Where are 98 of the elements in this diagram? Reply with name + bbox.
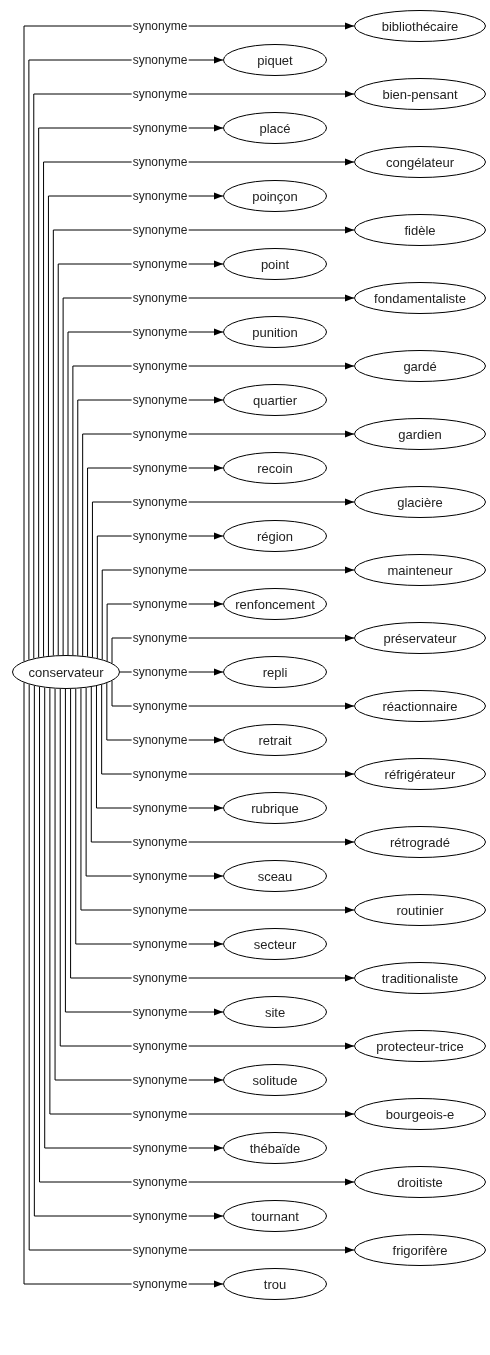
node-label: recoin [257, 460, 293, 476]
ellipse-node [223, 248, 327, 280]
arrow [39, 686, 355, 1186]
ellipse-node [223, 1200, 327, 1232]
ellipse-node [223, 316, 327, 348]
ellipse-node [223, 452, 327, 484]
node-label: congélateur [386, 154, 454, 170]
node-label: site [264, 1004, 286, 1020]
ellipse-node [354, 1166, 486, 1198]
arrow [28, 683, 355, 1254]
ellipse-node [223, 1064, 327, 1096]
ellipse-node [354, 554, 486, 586]
node-label: traditionaliste [381, 970, 459, 986]
arrow [23, 682, 224, 1288]
arrow [64, 688, 224, 1016]
ellipse-node [223, 44, 327, 76]
arrow [33, 685, 224, 1220]
arrow [80, 687, 355, 914]
ellipse-node [354, 962, 486, 994]
ellipse-node [223, 996, 327, 1028]
ellipse-node [354, 894, 486, 926]
node-label: mainteneur [387, 562, 453, 578]
ellipse-node [354, 1234, 486, 1266]
node-label: routinier [396, 902, 444, 918]
node-label: renfoncement [235, 596, 315, 612]
node-label: placé [259, 120, 291, 136]
arrow [72, 362, 355, 656]
node-label: quartier [252, 392, 298, 408]
ellipse-node [223, 588, 327, 620]
ellipse-node [223, 792, 327, 824]
node-label: région [256, 528, 294, 544]
arrow [67, 328, 224, 656]
arrow [28, 56, 224, 661]
ellipse-node [223, 928, 327, 960]
node-label: gardé [403, 358, 437, 374]
arrow [62, 294, 355, 656]
node-label: fondamentaliste [374, 290, 466, 306]
ellipse-node [354, 1098, 486, 1130]
node-label: glacière [397, 494, 443, 510]
arrow [54, 688, 224, 1084]
arrow [38, 124, 224, 658]
node-label: bourgeois-e [385, 1106, 455, 1122]
arrow [49, 687, 355, 1118]
ellipse-node [354, 1030, 486, 1062]
ellipse-node [354, 282, 486, 314]
ellipse-node [354, 10, 486, 42]
ellipse-node [354, 826, 486, 858]
ellipse-node [223, 180, 327, 212]
arrow [57, 260, 224, 656]
node-label: poinçon [252, 188, 298, 204]
node-label: retrait [258, 732, 292, 748]
node-label: trou [263, 1276, 287, 1292]
ellipse-node [223, 520, 327, 552]
ellipse-node [354, 214, 486, 246]
ellipse-node [354, 622, 486, 654]
arrow [82, 430, 355, 657]
node-label: frigorifère [392, 1242, 448, 1258]
node-label: protecteur-trice [376, 1038, 464, 1054]
ellipse-node [12, 655, 120, 689]
node-label: bibliothécaire [381, 18, 459, 34]
node-label: bien-pensant [382, 86, 458, 102]
node-label: gardien [398, 426, 442, 442]
node-label: conservateur [28, 664, 104, 680]
ellipse-node [354, 758, 486, 790]
arrow [47, 192, 224, 657]
node-label: fidèle [404, 222, 436, 238]
node-label: secteur [253, 936, 297, 952]
arrow [59, 688, 355, 1050]
node-label: préservateur [383, 630, 457, 646]
ellipse-node [223, 1268, 327, 1300]
node-label: sceau [257, 868, 293, 884]
ellipse-node [354, 418, 486, 450]
node-label: réactionnaire [382, 698, 458, 714]
node-label: piquet [257, 52, 293, 68]
ellipse-node [354, 350, 486, 382]
arrow [70, 688, 355, 982]
ellipse-node [223, 112, 327, 144]
node-label: rétrogradé [390, 834, 450, 850]
ellipse-node [223, 656, 327, 688]
ellipse-node [223, 384, 327, 416]
node-label: droitiste [397, 1174, 443, 1190]
node-label: punition [252, 324, 298, 340]
ellipse-node [223, 860, 327, 892]
node-label: réfrigérateur [384, 766, 456, 782]
node-label: thébaïde [249, 1140, 301, 1156]
ellipse-node [354, 690, 486, 722]
node-label: tournant [251, 1208, 299, 1224]
node-label: solitude [252, 1072, 298, 1088]
ellipse-node [223, 724, 327, 756]
ellipse-node [354, 78, 486, 110]
node-label: point [260, 256, 290, 272]
node-label: repli [262, 664, 288, 680]
ellipse-node [223, 1132, 327, 1164]
arrow [52, 226, 355, 656]
ellipse-node [354, 146, 486, 178]
arrow [44, 687, 224, 1152]
ellipse-node [354, 486, 486, 518]
node-label: rubrique [251, 800, 299, 816]
